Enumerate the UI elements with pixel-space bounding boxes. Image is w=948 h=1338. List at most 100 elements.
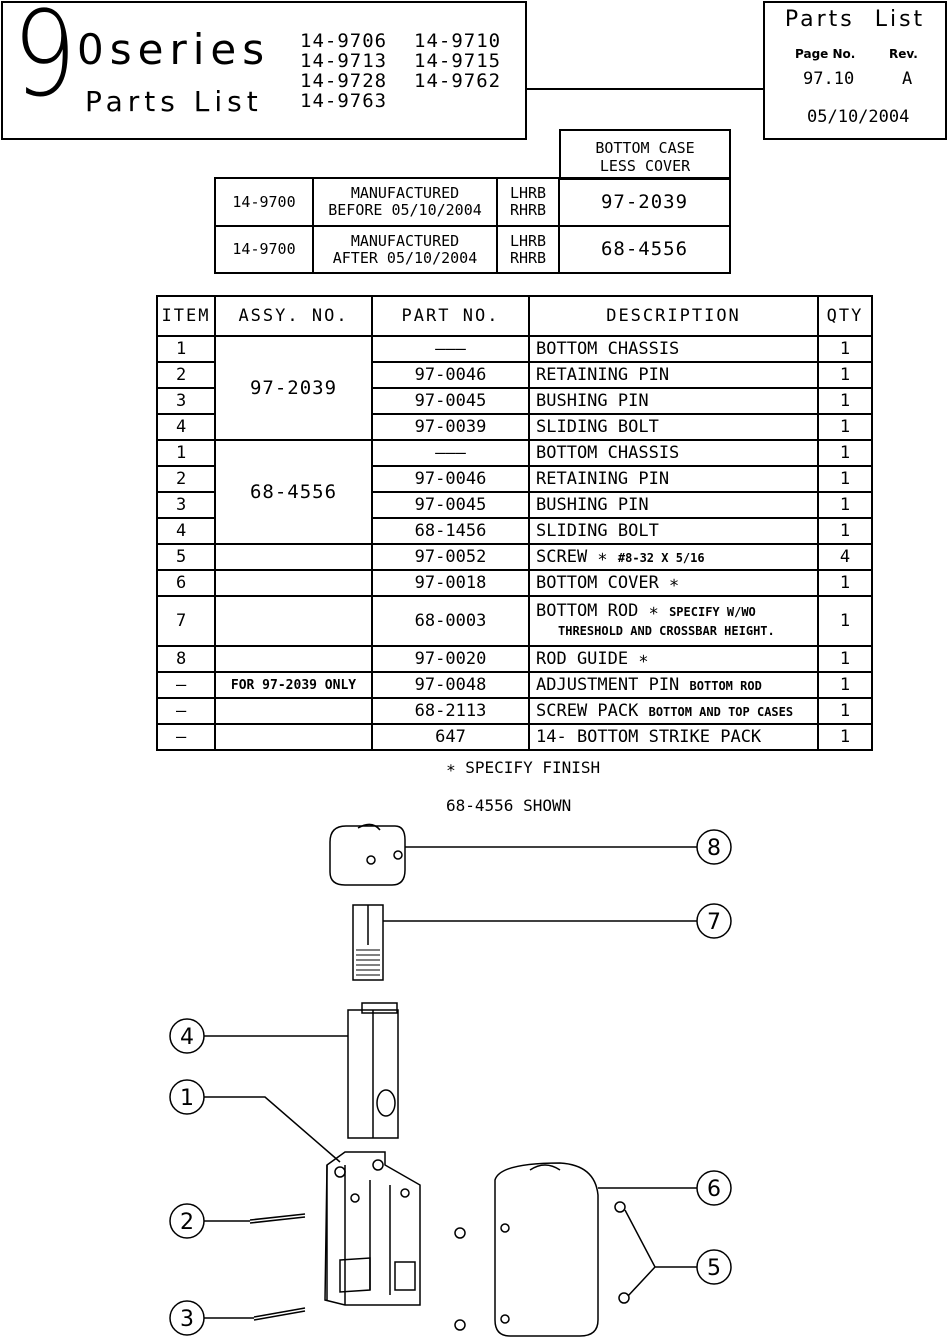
qty-cell: 4 bbox=[817, 543, 873, 571]
description-cell: BOTTOM COVER ∗ bbox=[528, 569, 819, 597]
table-row: — 647 14- BOTTOM STRIKE PACK 1 bbox=[156, 723, 873, 751]
leader-line-1 bbox=[204, 1096, 341, 1163]
assy-cell bbox=[214, 543, 373, 571]
part-cell: 97-0039 bbox=[371, 413, 530, 441]
description-cell: ADJUSTMENT PIN BOTTOM ROD bbox=[528, 671, 819, 699]
description-cell: BUSHING PIN bbox=[528, 387, 819, 415]
callout-circle bbox=[696, 1249, 732, 1285]
qty-cell: 1 bbox=[817, 723, 873, 751]
description-note: #8-32 X 5/16 bbox=[617, 551, 705, 565]
description-cell: SCREW PACK BOTTOM AND TOP CASES bbox=[528, 697, 819, 725]
table-row: 4 97-0039 SLIDING BOLT 1 bbox=[156, 413, 873, 441]
callout-circle bbox=[169, 1018, 205, 1054]
description-text: SCREW ∗ bbox=[536, 547, 608, 567]
callout-label: 6 bbox=[707, 1177, 721, 1202]
qty-cell: 1 bbox=[817, 439, 873, 467]
part-cell: ——— bbox=[371, 439, 530, 467]
col-header-part: PART NO. bbox=[371, 295, 530, 337]
bottom-case-part-cell: 68-4556 bbox=[558, 225, 731, 274]
leader-line-5 bbox=[624, 1209, 697, 1297]
description-note: SPECIFY W/WO bbox=[669, 604, 756, 619]
qty-cell: 1 bbox=[817, 465, 873, 493]
model-cell: 14-9700 bbox=[214, 225, 314, 274]
parts-table: ITEM ASSY. NO. PART NO. DESCRIPTION QTY … bbox=[156, 295, 873, 751]
description-note-line2: THRESHOLD AND CROSSBAR HEIGHT. bbox=[558, 623, 775, 638]
rev-label: Rev. bbox=[889, 47, 918, 61]
qty-cell: 1 bbox=[817, 491, 873, 519]
description-cell: BUSHING PIN bbox=[528, 491, 819, 519]
mfg-line: AFTER 05/10/2004 bbox=[332, 248, 478, 267]
hand-line: RHRB bbox=[509, 201, 547, 219]
description-cell: SLIDING BOLT bbox=[528, 413, 819, 441]
part-cell: 97-0046 bbox=[371, 361, 530, 389]
assy-cell bbox=[214, 723, 373, 751]
description-text: SCREW PACK bbox=[536, 701, 639, 721]
header-connector-line bbox=[527, 88, 764, 90]
part-cell: 97-0045 bbox=[371, 491, 530, 519]
part-cell: 97-0020 bbox=[371, 645, 530, 673]
hand-line: LHRB bbox=[509, 184, 547, 202]
assembly-shown-note: 68-4556 SHOWN bbox=[446, 796, 572, 815]
description-cell: BOTTOM CHASSIS bbox=[528, 335, 819, 363]
less-cover-label: LESS COVER bbox=[599, 157, 691, 175]
col-header-item: ITEM bbox=[156, 295, 216, 337]
item-cell: — bbox=[156, 697, 216, 725]
item-cell: 4 bbox=[156, 517, 216, 545]
table-row: 1 68-4556 ——— BOTTOM CHASSIS 1 bbox=[156, 439, 873, 545]
qty-cell: 1 bbox=[817, 671, 873, 699]
table-row: 2 97-0046 RETAINING PIN 1 bbox=[156, 465, 873, 493]
item-cell: 4 bbox=[156, 413, 216, 441]
model-number: 14-9728 bbox=[300, 70, 388, 92]
description-cell: ROD GUIDE ∗ bbox=[528, 645, 819, 673]
description-text: BOTTOM ROD ∗ bbox=[536, 600, 659, 621]
specify-finish-note: ∗ SPECIFY FINISH bbox=[446, 758, 601, 777]
table-header-row: ITEM ASSY. NO. PART NO. DESCRIPTION QTY bbox=[156, 295, 873, 337]
bottom-case-label: BOTTOM CASE bbox=[595, 139, 695, 157]
assy-group-cell: 68-4556 bbox=[214, 439, 373, 545]
assy-cell bbox=[214, 645, 373, 673]
mfg-line: BEFORE 05/10/2004 bbox=[328, 201, 482, 219]
part-cell: 68-1456 bbox=[371, 517, 530, 545]
table-row: — 68-2113 SCREW PACK BOTTOM AND TOP CASE… bbox=[156, 697, 873, 725]
col-header-description: DESCRIPTION bbox=[528, 295, 819, 337]
description-note: BOTTOM ROD bbox=[689, 679, 762, 693]
model-number: 14-9762 bbox=[414, 70, 502, 92]
model-cell: 14-9700 bbox=[214, 177, 314, 227]
table-row: 2 97-0046 RETAINING PIN 1 bbox=[156, 361, 873, 389]
item-cell: 1 bbox=[156, 335, 216, 363]
description-cell: SCREW ∗ #8-32 X 5/16 bbox=[528, 543, 819, 571]
bottom-case-part-cell: 97-2039 bbox=[558, 177, 731, 227]
part-cell: 97-0052 bbox=[371, 543, 530, 571]
description-text: ADJUSTMENT PIN bbox=[536, 675, 680, 695]
assy-cell bbox=[214, 697, 373, 725]
hand-line: LHRB bbox=[509, 231, 547, 250]
description-cell: SLIDING BOLT bbox=[528, 517, 819, 545]
table-row: 3 97-0045 BUSHING PIN 1 bbox=[156, 387, 873, 415]
qty-cell: 1 bbox=[817, 517, 873, 545]
callout-circle bbox=[696, 1170, 732, 1206]
callout-label: 4 bbox=[180, 1025, 194, 1050]
rev-value: A bbox=[902, 69, 913, 89]
qty-cell: 1 bbox=[817, 645, 873, 673]
part-cell: 97-0018 bbox=[371, 569, 530, 597]
assy-cell bbox=[214, 595, 373, 647]
table-row: 5 97-0052 SCREW ∗ #8-32 X 5/16 4 bbox=[156, 543, 873, 571]
callout-circle bbox=[169, 1300, 205, 1336]
header-subtitle: Parts List bbox=[85, 85, 263, 118]
item-cell: 1 bbox=[156, 439, 216, 467]
series-big-nine: 9 bbox=[12, 0, 77, 123]
callout-circle bbox=[696, 829, 732, 865]
rod-guide-part bbox=[329, 823, 406, 886]
qty-cell: 1 bbox=[817, 595, 873, 647]
table-row: 7 68-0003 BOTTOM ROD ∗ SPECIFY W/WO THRE… bbox=[156, 595, 873, 647]
item-cell: 2 bbox=[156, 361, 216, 389]
item-cell: 2 bbox=[156, 465, 216, 493]
info-date: 05/10/2004 bbox=[807, 107, 910, 127]
table-row: 8 97-0020 ROD GUIDE ∗ 1 bbox=[156, 645, 873, 673]
part-cell: 97-0046 bbox=[371, 465, 530, 493]
